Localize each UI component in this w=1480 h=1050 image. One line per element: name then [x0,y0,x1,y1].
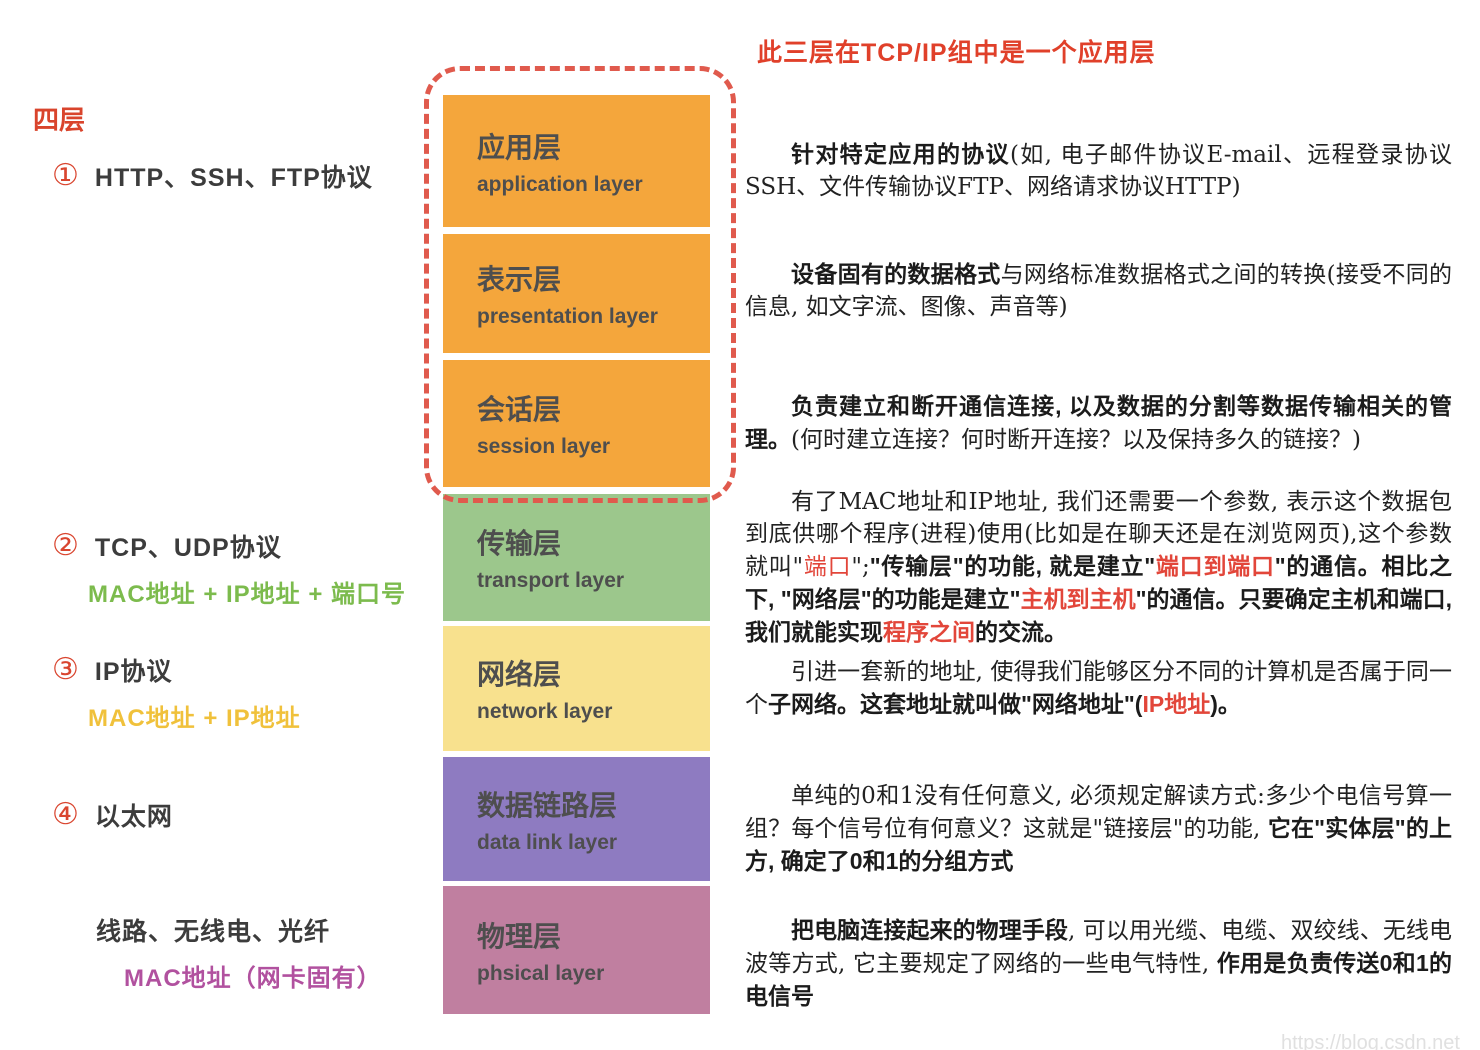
left-item-ethernet: ④ 以太网 [52,797,173,833]
layer-network-name-en: network layer [477,700,613,723]
left-item-3-label: IP协议 [94,658,173,686]
four-layers-heading: 四层 [33,105,86,135]
layer-datalink-name-en: data link layer [477,830,618,854]
left-item-5-label: 线路、无线电、光纤 [96,918,331,946]
paragraph-datalink: 单纯的0和1没有任何意义, 必须规定解读方式:多少个电信号算一组？每个信号位有何… [745,783,1453,874]
paragraph-transport: 有了MAC地址和IP地址, 我们还需要一个参数, 表示这个数据包到底供哪个程序(… [745,489,1453,645]
layer-box-network: 网络层 network layer [443,626,710,751]
layer-transport-name-zh: 传输层 [477,528,562,559]
left-item-ip-protocol: ③ IP协议 MAC地址 + IP地址 [52,652,301,733]
paragraph-physical: 把电脑连接起来的物理手段, 可以用光缆、电缆、双绞线、无线电波等方式, 它主要规… [745,917,1453,1009]
circled-number-1-icon: ① [52,159,79,192]
left-item-3-sublabel: MAC地址 + IP地址 [88,705,301,732]
layer-transport-name-en: transport layer [477,569,625,592]
layer-network-name-zh: 网络层 [477,659,562,690]
layer-session-name-zh: 会话层 [477,394,562,425]
paragraph-session: 负责建立和断开通信连接, 以及数据的分割等数据传输相关的管理。(何时建立连接？何… [745,393,1452,453]
circled-number-3-icon: ③ [52,653,79,686]
circled-number-4-icon: ④ [52,798,79,831]
layer-box-presentation: 表示层 presentation layer [443,234,710,353]
circled-number-2-icon: ② [52,529,79,562]
left-item-1-label: HTTP、SSH、FTP协议 [94,164,373,192]
layer-presentation-name-zh: 表示层 [477,264,562,295]
paragraph-presentation: 设备固有的数据格式与网络标准数据格式之间的转换(接受不同的信息, 如文字流、图像… [745,261,1452,320]
left-item-2-label: TCP、UDP协议 [94,534,282,562]
layer-physical-name-en: phsical layer [477,961,605,985]
left-item-physical-media: 线路、无线电、光纤 MAC地址（网卡固有） [88,912,382,993]
layer-box-transport: 传输层 transport layer [443,494,710,621]
layer-box-application: 应用层 application layer [443,95,710,227]
left-item-5-sublabel: MAC地址（网卡固有） [124,965,382,992]
layer-box-session: 会话层 session layer [443,360,710,487]
left-item-4-label: 以太网 [94,803,173,831]
watermark: https://blog.csdn.net [1280,1032,1460,1050]
left-item-application-protocols: ① HTTP、SSH、FTP协议 [52,158,373,194]
tcpip-application-note: 此三层在TCP/IP组中是一个应用层 [757,39,1156,67]
layer-application-name-en: application layer [477,172,643,196]
paragraph-network: 引进一套新的地址, 使得我们能够区分不同的计算机是否属于同一个子网络。这套地址就… [745,659,1452,718]
layer-datalink-name-zh: 数据链路层 [477,789,618,821]
left-item-2-sublabel: MAC地址 + IP地址 + 端口号 [88,581,407,608]
layer-box-physical: 物理层 phsical layer [443,886,710,1014]
layer-session-name-en: session layer [477,435,611,458]
layer-presentation-name-en: presentation layer [477,305,658,328]
layer-box-datalink: 数据链路层 data link layer [443,757,710,881]
left-item-transport-protocols: ② TCP、UDP协议 MAC地址 + IP地址 + 端口号 [52,528,406,609]
paragraph-application: 针对特定应用的协议(如, 电子邮件协议E-mail、远程登录协议SSH、文件传输… [745,141,1453,200]
layer-application-name-zh: 应用层 [477,131,562,163]
layer-physical-name-zh: 物理层 [477,920,562,952]
